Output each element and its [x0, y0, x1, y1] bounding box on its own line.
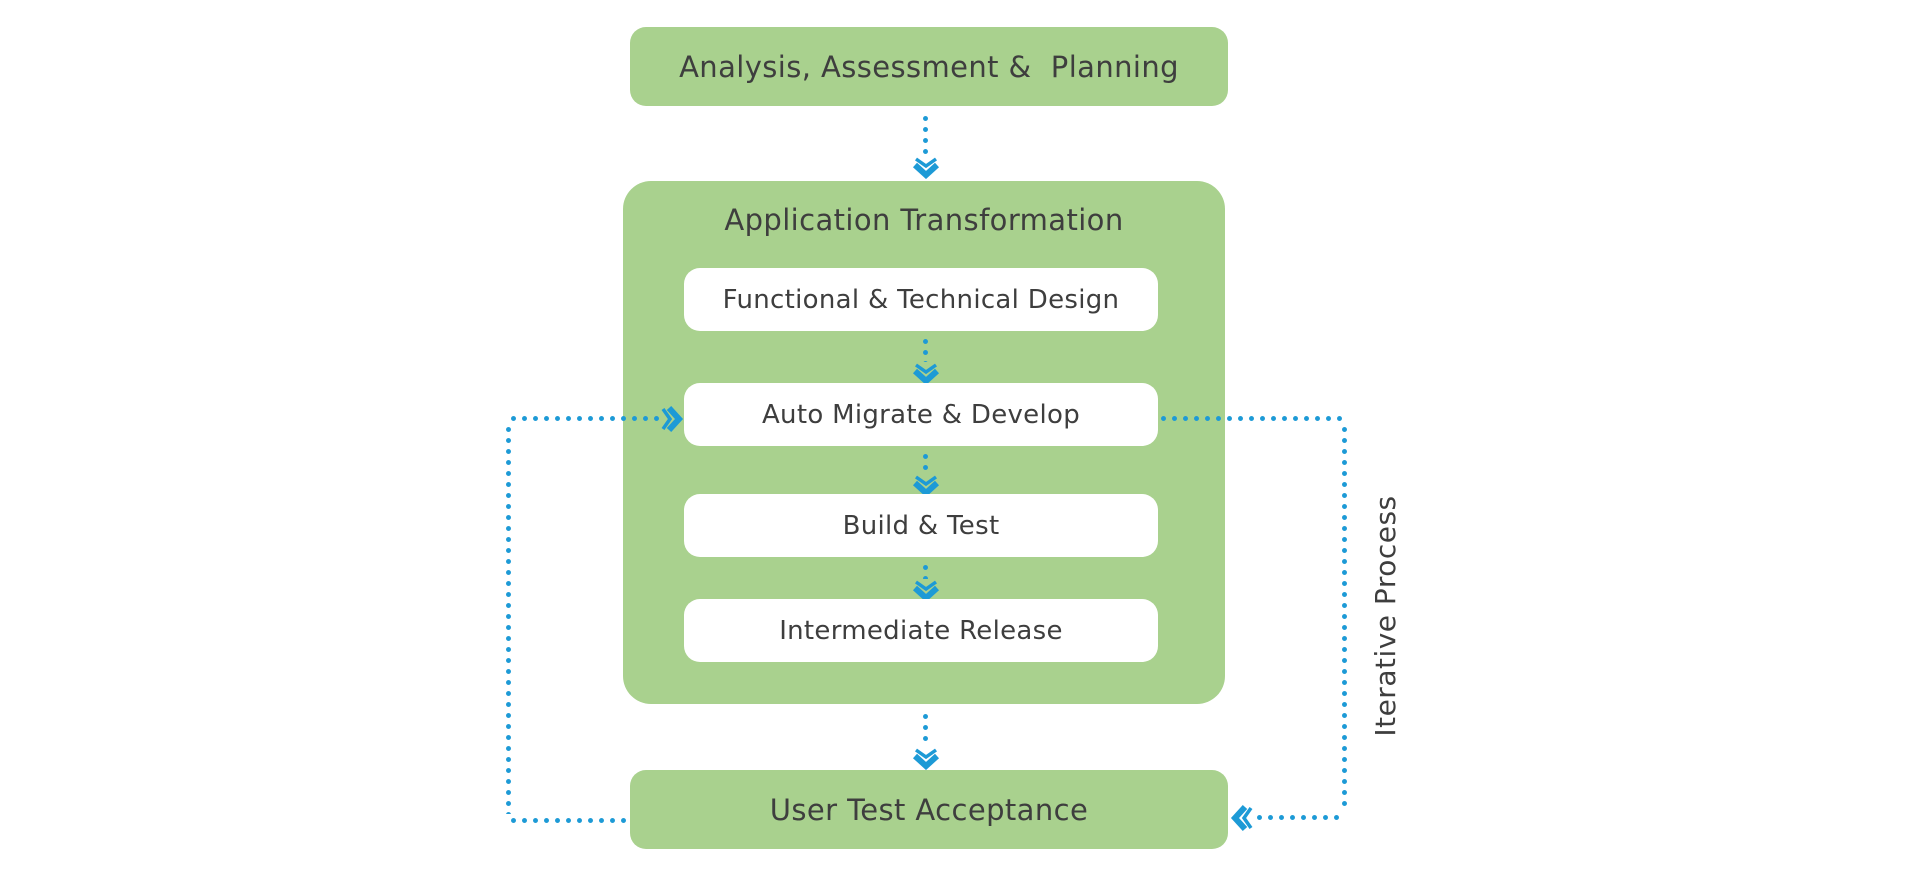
step-label: Intermediate Release	[779, 615, 1063, 646]
chevron-down-icon	[912, 157, 940, 179]
step-functional-technical-design: Functional & Technical Design	[684, 268, 1158, 331]
chevron-right-icon	[661, 405, 684, 433]
step-label: Auto Migrate & Develop	[761, 399, 1081, 430]
step-intermediate-release: Intermediate Release	[684, 599, 1158, 662]
chevron-down-icon	[912, 475, 940, 497]
loop-left-vertical-line	[506, 424, 511, 814]
node-user-test-acceptance: User Test Acceptance	[630, 770, 1228, 849]
step-label: Functional & Technical Design	[722, 284, 1120, 315]
loop-left-bottom-line	[508, 818, 630, 823]
loop-right-bottom-line	[1254, 815, 1344, 820]
step-auto-migrate-develop: Auto Migrate & Develop	[684, 383, 1158, 446]
step-label: Build & Test	[842, 510, 1000, 541]
group-title: Application Transformation	[724, 203, 1124, 237]
connector-dotted-line	[923, 711, 928, 747]
chevron-down-icon	[912, 363, 940, 385]
chevron-left-icon	[1230, 804, 1253, 832]
loop-right-vertical-line	[1342, 424, 1347, 810]
iterative-process-label: Iterative Process	[1369, 495, 1402, 737]
connector-dotted-line	[923, 113, 928, 159]
node-analysis-assessment-planning: Analysis, Assessment & Planning	[630, 27, 1228, 106]
connector-dotted-line	[923, 451, 928, 474]
connector-dotted-line	[923, 336, 928, 362]
connector-dotted-line	[923, 562, 928, 579]
chevron-down-icon	[912, 580, 940, 602]
node-label: Analysis, Assessment & Planning	[679, 49, 1179, 84]
loop-left-top-line	[508, 416, 660, 421]
loop-right-top-line	[1158, 416, 1344, 421]
node-label: User Test Acceptance	[769, 792, 1089, 827]
step-build-test: Build & Test	[684, 494, 1158, 557]
chevron-down-icon	[912, 748, 940, 770]
